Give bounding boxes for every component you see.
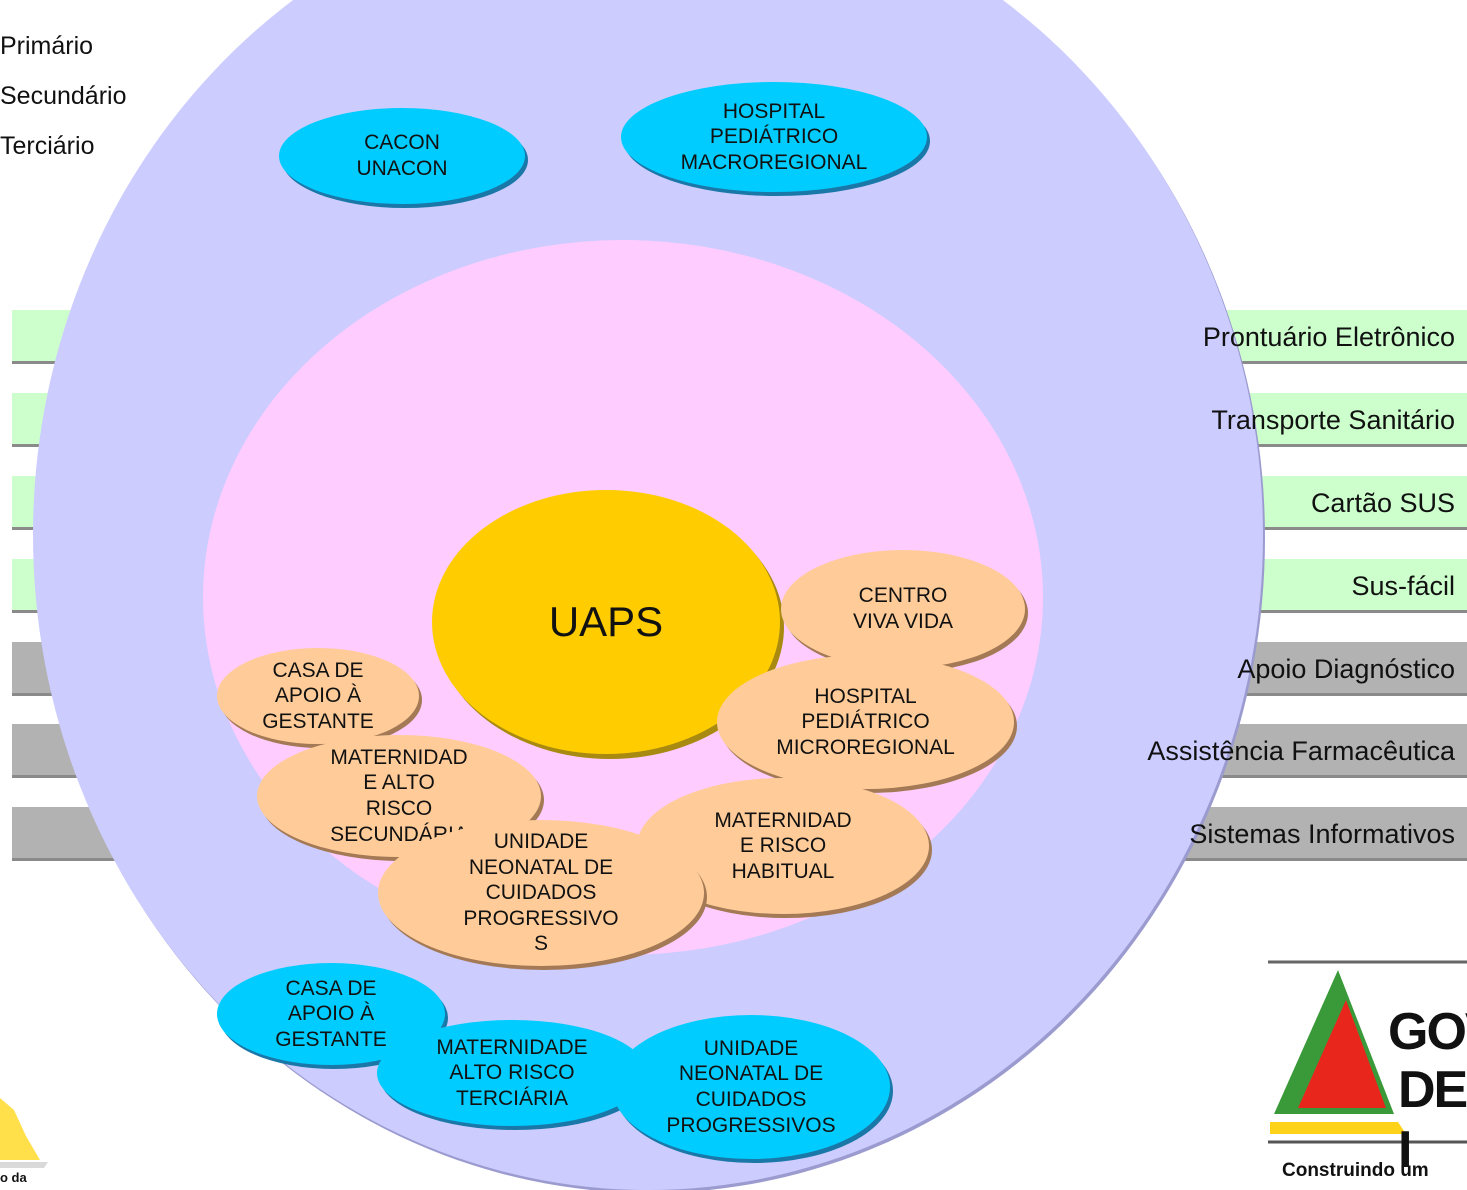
node-hospital-macroregional: HOSPITAL PEDIÁTRICO MACROREGIONAL: [621, 82, 927, 192]
left-logo-tagline: o da: [0, 1170, 27, 1185]
legend-primario: Primário: [0, 32, 94, 60]
logo-text-line-1: GOV: [1388, 1003, 1467, 1061]
node-hospital-microregional: HOSPITAL PEDIÁTRICO MICROREGIONAL: [717, 655, 1014, 789]
left-logo: o da: [0, 1098, 60, 1190]
node-maternidade-terciaria: MATERNIDADE ALTO RISCO TERCIÁRIA: [377, 1020, 647, 1126]
bar-label-sistemas: Sistemas Informativos: [1189, 819, 1455, 849]
bar-label-assistencia: Assistência Farmacêutica: [1147, 736, 1455, 766]
logo-tagline: Construindo um: [1282, 1160, 1429, 1181]
legend-secundario: Secundário: [0, 82, 127, 110]
node-unidade-neonatal-secundaria: UNIDADE NEONATAL DE CUIDADOS PROGRESSIVO…: [378, 820, 704, 966]
node-unidade-neonatal-terciaria: UNIDADE NEONATAL DE CUIDADOS PROGRESSIVO…: [612, 1015, 890, 1159]
node-cacon-unacon: CACON UNACON: [279, 108, 525, 204]
bar-label-sus-facil: Sus-fácil: [1351, 571, 1455, 601]
bar-label-apoio-diagnostico: Apoio Diagnóstico: [1237, 654, 1455, 684]
node-casa-apoio-secundaria: CASA DE APOIO À GESTANTE: [217, 648, 419, 744]
bar-label-transporte: Transporte Sanitário: [1211, 405, 1455, 435]
logo-triangle-icon: [1268, 960, 1467, 1144]
bar-label-prontuario: Prontuário Eletrônico: [1202, 322, 1455, 352]
bar-label-cartao-sus: Cartão SUS: [1310, 488, 1455, 518]
logo-shield-icon: [0, 1098, 48, 1168]
legend-terciario: Terciário: [0, 132, 95, 160]
node-centro-viva-vida: CENTRO VIVA VIDA: [781, 550, 1025, 668]
government-logo: GOV DE I Construindo um: [1268, 960, 1467, 1190]
logo-text-line-2: DE I: [1398, 1061, 1467, 1179]
